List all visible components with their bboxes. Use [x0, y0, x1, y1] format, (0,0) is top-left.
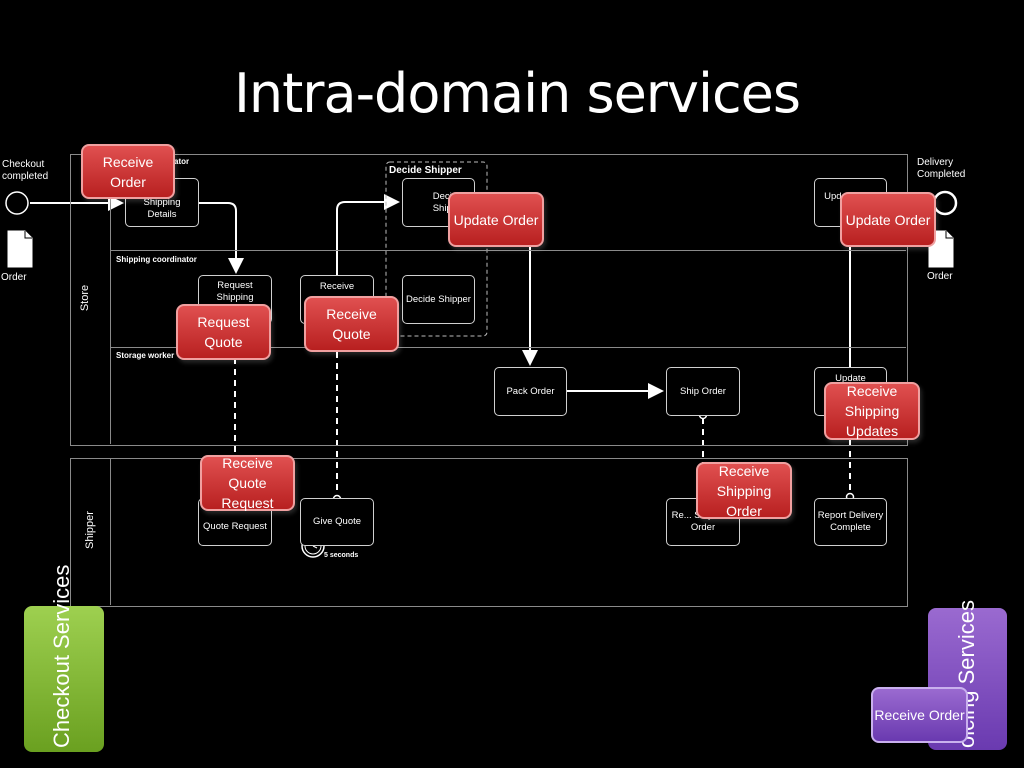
shipper-pool — [70, 458, 908, 607]
service-receive-shipping-order[interactable]: Receive Shipping Order — [696, 462, 792, 519]
lane-label-storage-worker: Storage worker — [116, 351, 175, 360]
order-document-label-left: Order — [1, 272, 27, 283]
lane-label-coordinator: ator — [174, 157, 190, 166]
service-receive-order[interactable]: Receive Order — [81, 144, 175, 199]
service-receive-order-invoicing[interactable]: Receive Order — [871, 687, 968, 743]
timer-label: 5 seconds — [324, 552, 359, 559]
end-event-label: Delivery Completed — [917, 157, 966, 180]
task-give-quote[interactable]: Give Quote — [300, 498, 374, 546]
service-update-order-2[interactable]: Update Order — [840, 192, 936, 247]
store-pool-label-column — [70, 154, 111, 444]
checkout-services-label: Checkout Services — [49, 564, 74, 748]
task-decide-shipper[interactable]: Decide Shipper — [402, 275, 475, 324]
order-document-label-right: Order — [927, 271, 953, 282]
shipper-pool-label: Shipper — [84, 511, 96, 549]
group-label: Decide Shipper — [389, 165, 462, 176]
shipper-pool-label-column — [70, 458, 111, 605]
service-receive-shipping-updates[interactable]: Receive Shipping Updates — [824, 382, 920, 440]
lane-label-shipping-coordinator: Shipping coordinator — [116, 255, 197, 264]
store-pool-label: Store — [79, 284, 91, 312]
order-document-icon — [7, 230, 33, 268]
store-pool — [70, 154, 908, 446]
page-title: Intra-domain services — [233, 62, 801, 125]
service-request-quote[interactable]: Request Quote — [176, 304, 271, 360]
lane-divider-2 — [110, 347, 906, 348]
service-receive-quote[interactable]: Receive Quote — [304, 296, 399, 352]
service-receive-quote-request[interactable]: Receive Quote Request — [200, 455, 295, 511]
checkout-services-panel[interactable] — [24, 606, 104, 752]
service-update-order[interactable]: Update Order — [448, 192, 544, 247]
lane-divider-1 — [110, 250, 906, 251]
task-pack-order[interactable]: Pack Order — [494, 367, 567, 416]
task-ship-order[interactable]: Ship Order — [666, 367, 740, 416]
task-report-delivery[interactable]: Report Delivery Complete — [814, 498, 887, 546]
start-event-label: Checkout completed — [2, 159, 49, 182]
